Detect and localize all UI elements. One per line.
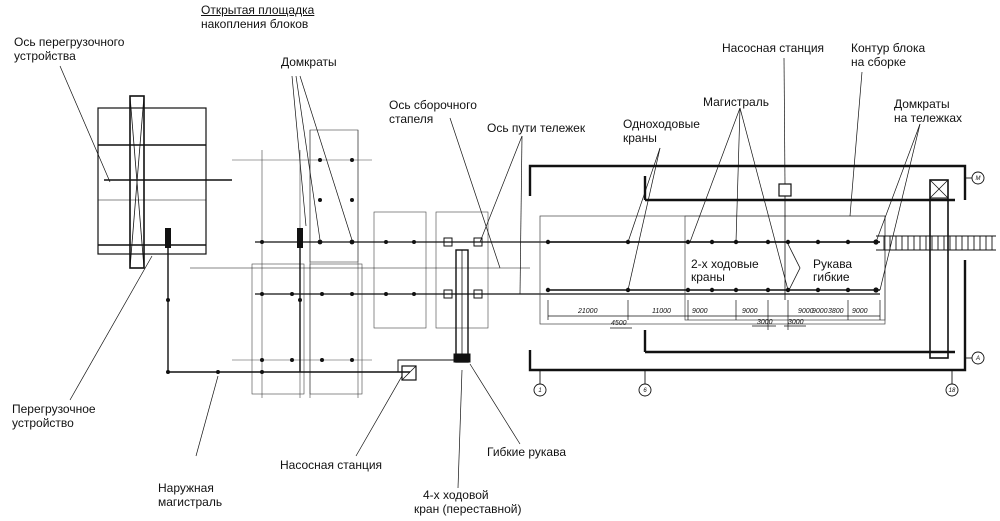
axis-mark-1: 1 xyxy=(538,388,541,394)
slipway-walls xyxy=(528,164,967,372)
dim-9000-b: 9000 xyxy=(742,308,758,315)
axis-markers xyxy=(533,171,985,397)
dim-9000-a: 9000 xyxy=(692,308,708,315)
two-way-cranes-label-2: краны xyxy=(691,270,725,284)
single-cranes-label-1: Одноходовые xyxy=(623,117,700,131)
storage-area-grid xyxy=(232,129,489,398)
flex-hoses-bottom-label: Гибкие рукава xyxy=(487,445,567,459)
cart-track-axis-label: Ось пути тележек xyxy=(487,121,586,135)
transfer-axis-label-2: устройства xyxy=(14,49,76,63)
assembly-axis-label-2: стапеля xyxy=(389,112,434,126)
single-cranes-label-2: краны xyxy=(623,131,657,145)
axis-lines xyxy=(190,241,880,295)
jacks-carts-label-2: на тележках xyxy=(894,111,963,125)
transfer-device-label-2: устройство xyxy=(12,416,74,430)
dim-3800: 3800 xyxy=(828,308,844,315)
pump-station-bottom-label: Насосная станция xyxy=(280,458,383,472)
axis-mark-a: А xyxy=(975,356,980,362)
flex-hoses-inner-label-1: Рукава xyxy=(813,257,853,271)
storage-area-title-line1: Открытая площадка xyxy=(201,3,315,17)
dim-4500: 4500 xyxy=(611,320,627,327)
jacks-carts-label-1: Домкраты xyxy=(894,97,950,111)
leader-lines xyxy=(59,57,921,489)
dim-3000-a: 3000 xyxy=(757,319,773,326)
assembly-axis-label-1: Ось сборочного xyxy=(389,98,477,112)
outer-main-label-2: магистраль xyxy=(158,495,223,509)
pump-station-top-box xyxy=(778,183,792,197)
axis-mark-6: 6 xyxy=(643,388,647,394)
transfer-axis-label-1: Ось перегрузочного xyxy=(14,35,125,49)
pump-hose-bottom xyxy=(397,359,460,373)
storage-area-title-line2: накопления блоков xyxy=(201,17,309,31)
axis-mark-18: 18 xyxy=(949,388,956,394)
main-line-valve-mid xyxy=(297,228,303,248)
dim-9000-e: 9000 xyxy=(852,308,868,315)
main-line-label: Магистраль xyxy=(703,95,769,109)
four-way-crane-label-1: 4-х ходовой xyxy=(423,488,489,502)
block-contour-label-2: на сборке xyxy=(851,55,906,69)
track-tie-marks xyxy=(883,236,993,250)
transfer-device xyxy=(97,95,232,269)
track-ties xyxy=(876,235,996,251)
outer-main-nodes xyxy=(166,298,302,374)
storage-jack-points xyxy=(260,158,416,362)
dim-3000-b: 3000 xyxy=(788,319,804,326)
right-transfer-device xyxy=(929,179,949,359)
two-way-cranes-label-1: 2-х ходовые xyxy=(691,257,759,271)
main-line-valve-left xyxy=(165,228,171,248)
transfer-device-label-1: Перегрузочное xyxy=(12,402,96,416)
jacks-label: Домкраты xyxy=(281,55,337,69)
flex-hoses-inner-label-2: гибкие xyxy=(813,270,850,284)
pump-station-bottom-box xyxy=(401,365,417,381)
block-contour-label-1: Контур блока xyxy=(851,41,926,55)
dim-9000-c: 9000 xyxy=(798,308,814,315)
dim-11000: 11000 xyxy=(652,308,671,315)
four-way-crane xyxy=(443,237,483,363)
axis-mark-m: М xyxy=(976,176,981,182)
dim-9000-d: 9000 xyxy=(812,308,828,315)
pump-station-top-label: Насосная станция xyxy=(722,41,825,55)
outer-main-label-1: Наружная xyxy=(158,481,214,495)
four-way-crane-label-2: кран (переставной) xyxy=(414,502,522,516)
dimension-line xyxy=(547,300,881,330)
dim-21000: 21000 xyxy=(577,308,598,315)
